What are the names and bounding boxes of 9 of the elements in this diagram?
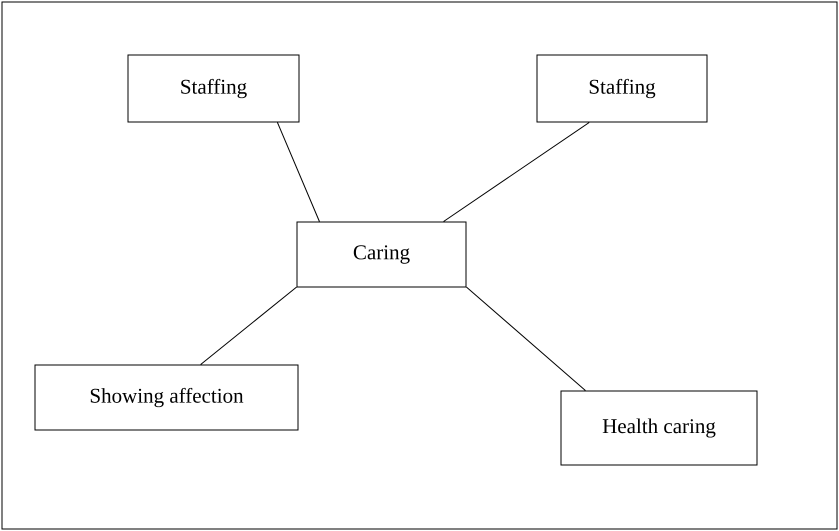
text-box: Health caring: [560, 390, 758, 466]
connector-line: [443, 122, 590, 222]
text-box: Staffing: [536, 54, 708, 122]
connector-line: [276, 122, 320, 222]
text-box: Showing affection: [34, 364, 298, 430]
text-box: Staffing: [128, 54, 300, 122]
connector-line: [200, 286, 297, 365]
connector-line: [466, 286, 586, 391]
text-box: Caring: [296, 222, 466, 288]
